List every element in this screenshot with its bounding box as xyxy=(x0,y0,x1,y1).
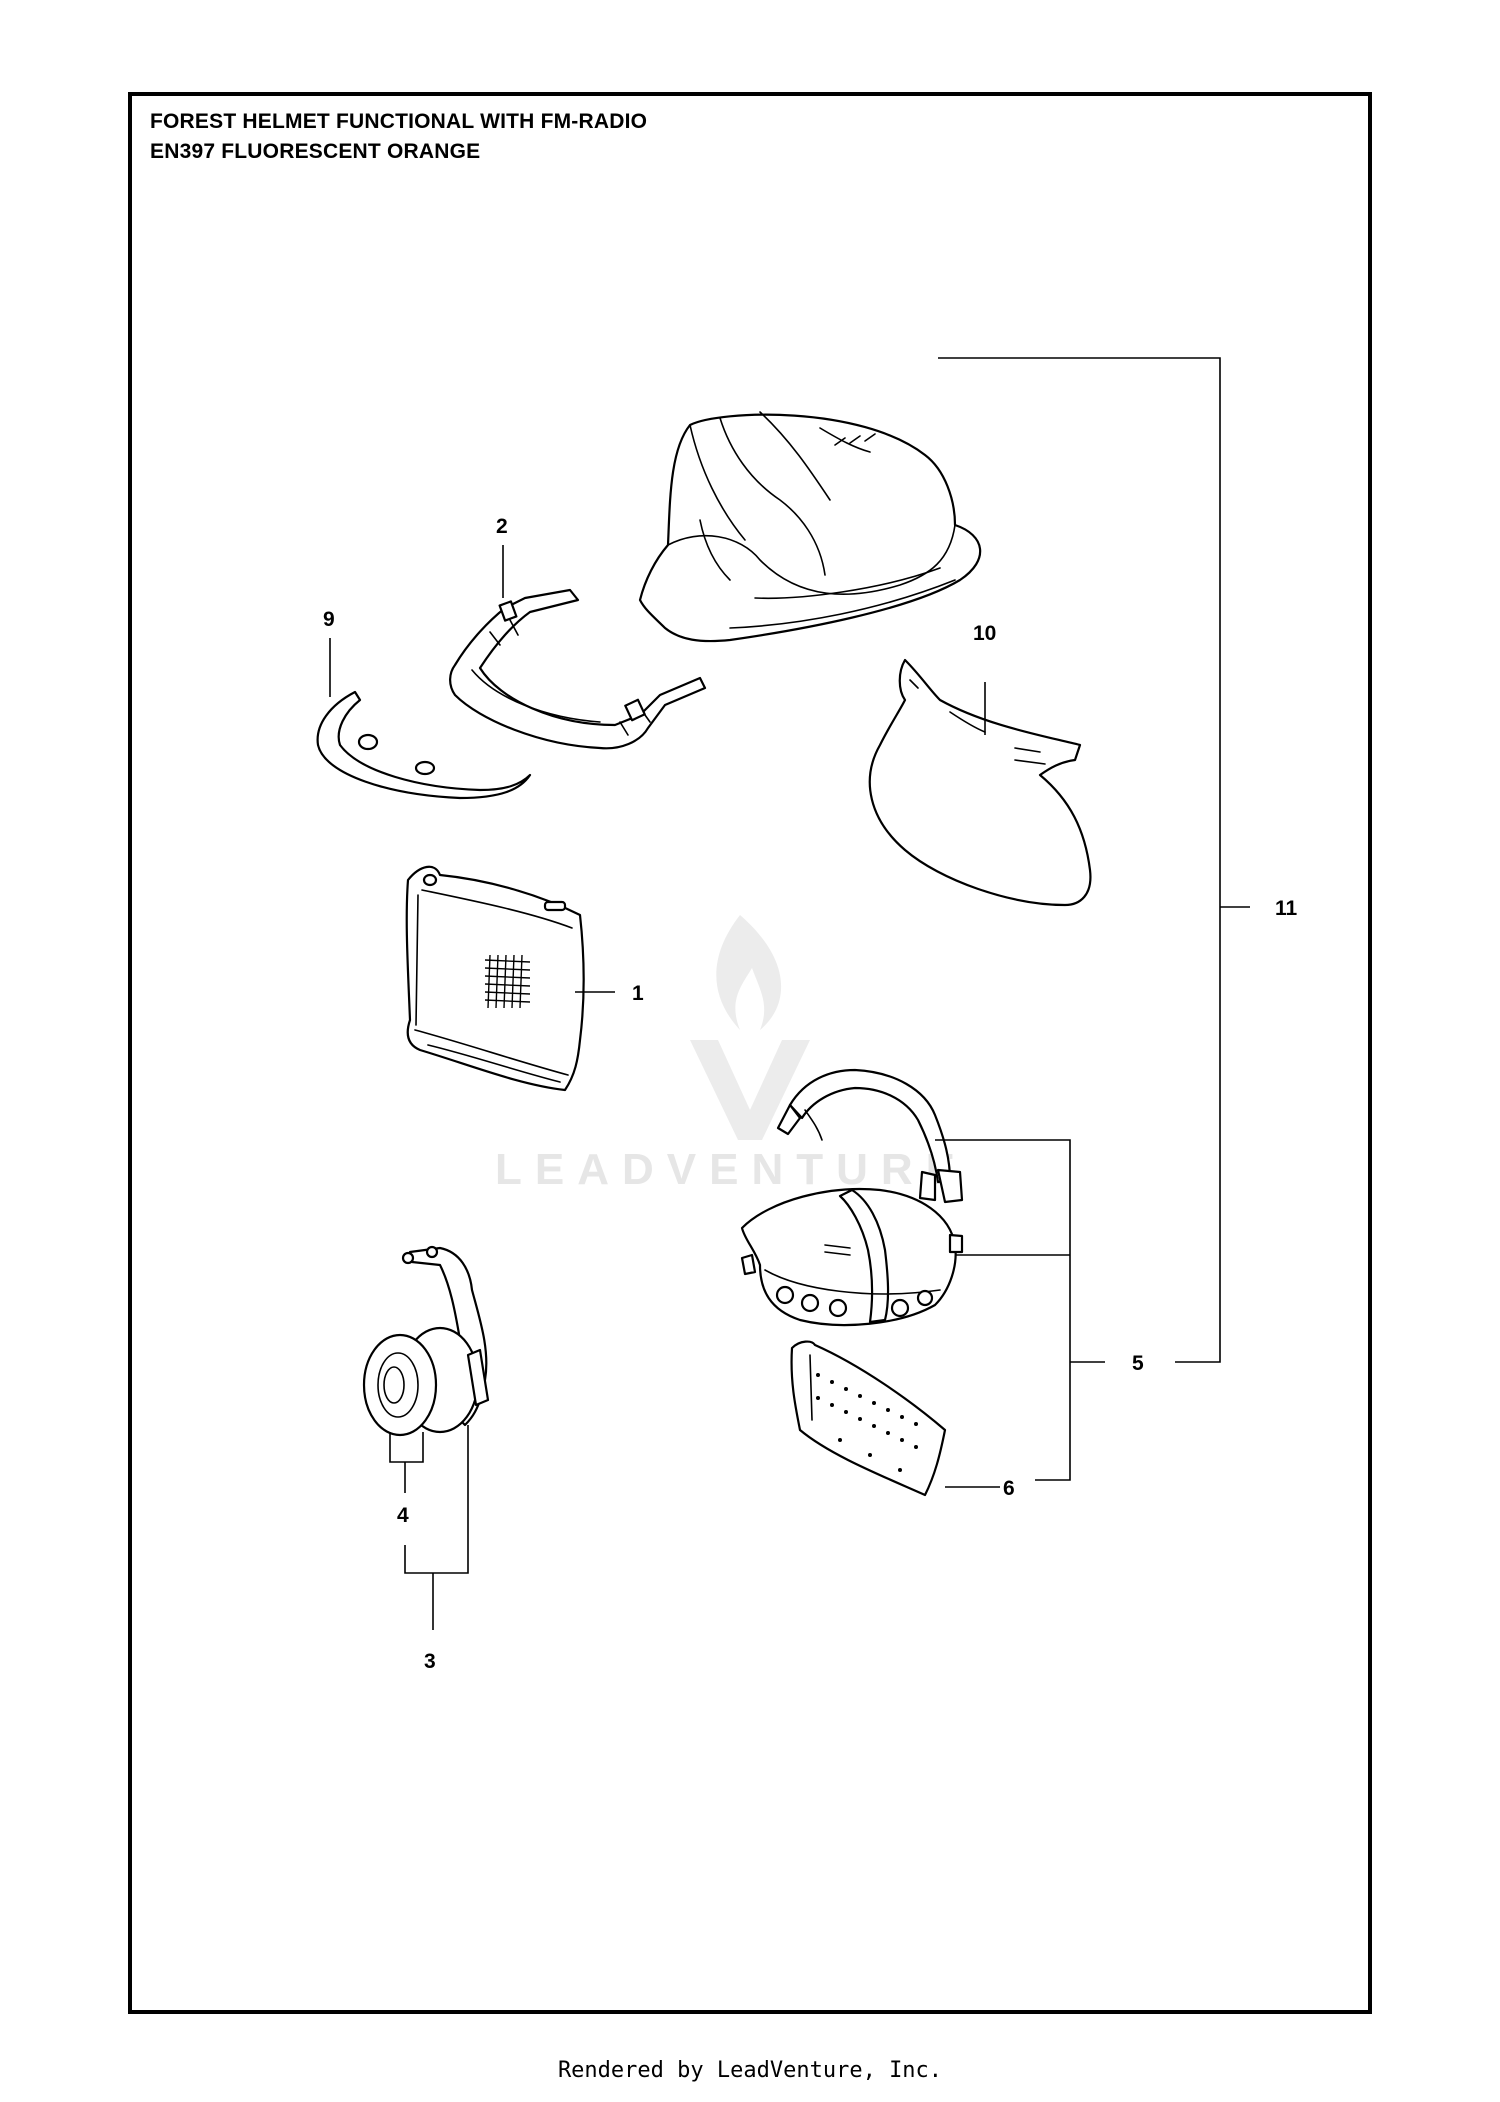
callout-9: 9 xyxy=(323,608,335,631)
callout-4: 4 xyxy=(397,1504,409,1527)
diagram-title-line-2: EN397 FLUORESCENT ORANGE xyxy=(150,140,481,163)
diagram-title-line-1: FOREST HELMET FUNCTIONAL WITH FM-RADIO xyxy=(150,110,648,133)
callout-2: 2 xyxy=(496,515,508,538)
watermark-text: LEADVENTURE xyxy=(495,1145,969,1194)
watermark-logo xyxy=(690,915,810,1140)
part-2-visor-bracket[interactable] xyxy=(449,588,707,750)
part-10-neck-flap[interactable] xyxy=(868,658,1092,907)
part-1-mesh-visor[interactable] xyxy=(405,865,585,1092)
footer-credit: Rendered by LeadVenture, Inc. xyxy=(557,2058,943,2083)
callout-10: 10 xyxy=(973,622,996,645)
callout-3: 3 xyxy=(424,1650,436,1673)
part-3-4-ear-muff[interactable] xyxy=(362,1245,490,1437)
sweatband-holes xyxy=(816,1373,918,1472)
part-9-visor-peak[interactable] xyxy=(316,690,532,800)
part-11-helmet-shell[interactable] xyxy=(638,411,982,643)
part-6-sweatband[interactable] xyxy=(790,1340,947,1497)
part-5-head-strap[interactable] xyxy=(776,1068,964,1204)
callout-6: 6 xyxy=(1003,1477,1015,1500)
callout-labels: 1 2 3 4 5 6 9 10 11 xyxy=(323,515,1298,1673)
callout-1: 1 xyxy=(632,982,644,1005)
diagram-frame xyxy=(128,92,1372,2014)
callout-5: 5 xyxy=(1132,1352,1144,1375)
part-5-headband-harness[interactable] xyxy=(740,1187,964,1327)
callout-11: 11 xyxy=(1275,897,1298,920)
leader-lines xyxy=(329,357,1250,1630)
